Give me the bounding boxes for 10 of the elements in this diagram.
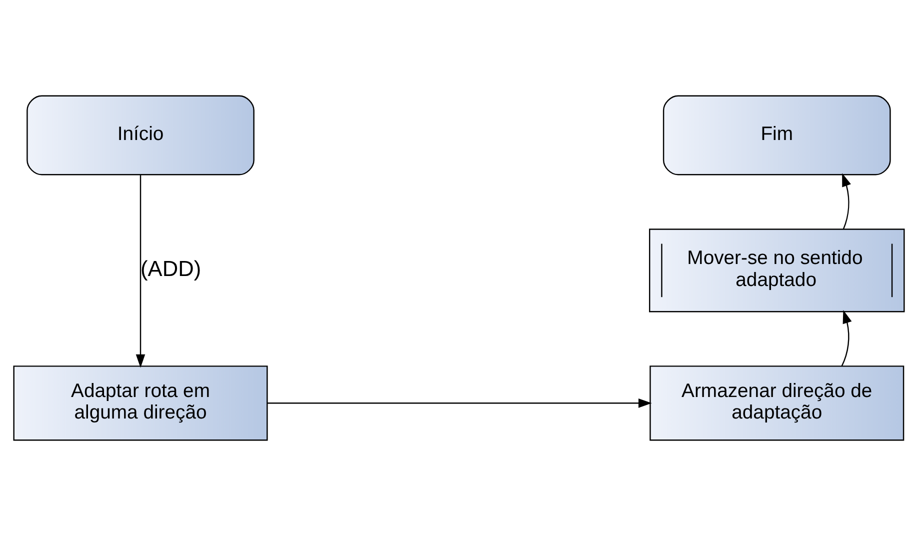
- edge-label: (ADD): [140, 256, 201, 281]
- arrow: [840, 310, 852, 366]
- arrow: [842, 173, 850, 230]
- node-box: Início: [26, 95, 254, 176]
- arrow: [266, 398, 652, 408]
- node-box: Fim: [662, 95, 890, 176]
- node-box: Adaptar rota em alguma direção: [12, 366, 268, 441]
- arrow: [135, 175, 145, 368]
- node-box: Mover-se no sentido adaptado: [648, 228, 904, 312]
- node-box: Armazenar direção de adaptação: [649, 366, 904, 441]
